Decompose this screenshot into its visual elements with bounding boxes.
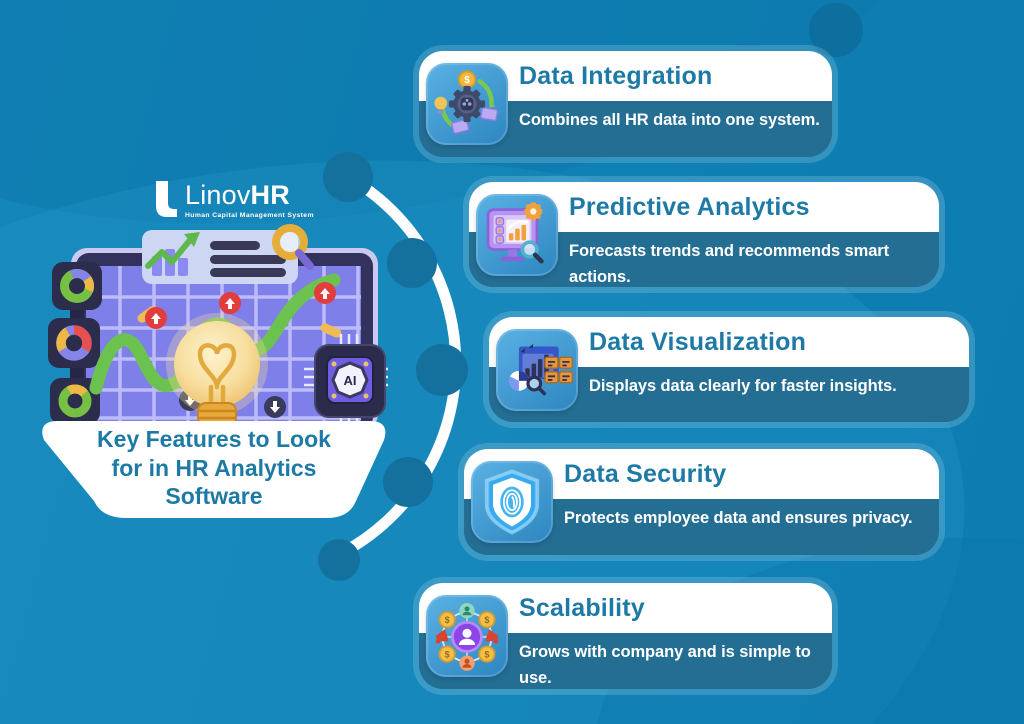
card-data-integration: Data Integration Combines all HR data in… bbox=[413, 45, 838, 163]
person-node-bottom bbox=[459, 655, 475, 671]
feature-title: Data Security bbox=[564, 459, 727, 488]
title-line-1: Key Features to Look bbox=[97, 425, 331, 452]
feature-title: Data Integration bbox=[519, 61, 713, 90]
feature-title: Scalability bbox=[519, 593, 645, 622]
feature-title: Predictive Analytics bbox=[569, 192, 810, 221]
svg-text:$: $ bbox=[484, 615, 489, 625]
svg-text:$: $ bbox=[445, 649, 450, 659]
feature-description: Grows with company and is simple to use. bbox=[519, 643, 811, 687]
ai-chip-label: AI bbox=[344, 373, 357, 388]
feature-title: Data Visualization bbox=[589, 327, 807, 356]
linovhr-logo-icon bbox=[156, 181, 177, 217]
svg-text:$: $ bbox=[464, 75, 470, 86]
report-card bbox=[142, 224, 314, 284]
title-line-2: for in HR Analytics bbox=[111, 454, 317, 481]
feature-description: Forecasts trends and recommends smart ac… bbox=[569, 242, 890, 286]
feature-description: Protects employee data and ensures priva… bbox=[564, 509, 913, 527]
person-node-center bbox=[451, 621, 483, 653]
coin-nodes: $ $ $ $ bbox=[438, 611, 496, 663]
logo-wordmark: LinovHR bbox=[185, 181, 314, 209]
card-data-visualization: Data Visualization Displays data clearly… bbox=[483, 311, 975, 428]
svg-text:$: $ bbox=[445, 615, 450, 625]
svg-text:$: $ bbox=[484, 649, 489, 659]
title-banner-shape bbox=[42, 421, 386, 518]
title-banner: Key Features to Look for in HR Analytics… bbox=[34, 419, 394, 521]
predictive-monitor-icon bbox=[476, 193, 558, 276]
logo-wordmark-hr: HR bbox=[250, 180, 290, 210]
magnifier-icon bbox=[520, 239, 544, 263]
scalability-network-icon: $ $ $ $ bbox=[426, 595, 508, 677]
feature-description: Combines all HR data into one system. bbox=[519, 111, 820, 129]
title-line-3: Software bbox=[165, 483, 263, 510]
donut-chart-3 bbox=[58, 384, 92, 418]
card-predictive-analytics: Predictive Analytics Forecasts trends an… bbox=[463, 176, 945, 293]
lightbulb bbox=[166, 313, 268, 434]
magnifier-icon bbox=[526, 375, 547, 395]
data-blocks bbox=[544, 356, 573, 383]
visualization-charts-icon bbox=[496, 328, 578, 411]
logo-tagline: Human Capital Management System bbox=[185, 212, 314, 220]
card-scalability: Scalability Grows with company and is si… bbox=[413, 577, 838, 695]
infographic-title: Key Features to Look for in HR Analytics… bbox=[34, 419, 394, 521]
card-data-security: Data Security Protects employee data and… bbox=[458, 443, 945, 561]
fingerprint-lines bbox=[502, 489, 522, 515]
linovhr-logo: LinovHR Human Capital Management System bbox=[154, 181, 314, 219]
gear-icon bbox=[448, 85, 486, 123]
person-node-top bbox=[459, 602, 475, 619]
logo-wordmark-linov: Linov bbox=[185, 180, 251, 210]
ai-chip: AI bbox=[304, 334, 396, 428]
donut-chart-tiles bbox=[48, 262, 102, 424]
feature-description: Displays data clearly for faster insight… bbox=[589, 377, 897, 395]
megaphone-nodes bbox=[435, 629, 499, 644]
donut-chart-2 bbox=[56, 325, 92, 361]
security-fingerprint-shield-icon bbox=[471, 461, 553, 543]
gear-icon bbox=[524, 201, 543, 221]
integration-sync-icon: $ bbox=[426, 63, 508, 145]
